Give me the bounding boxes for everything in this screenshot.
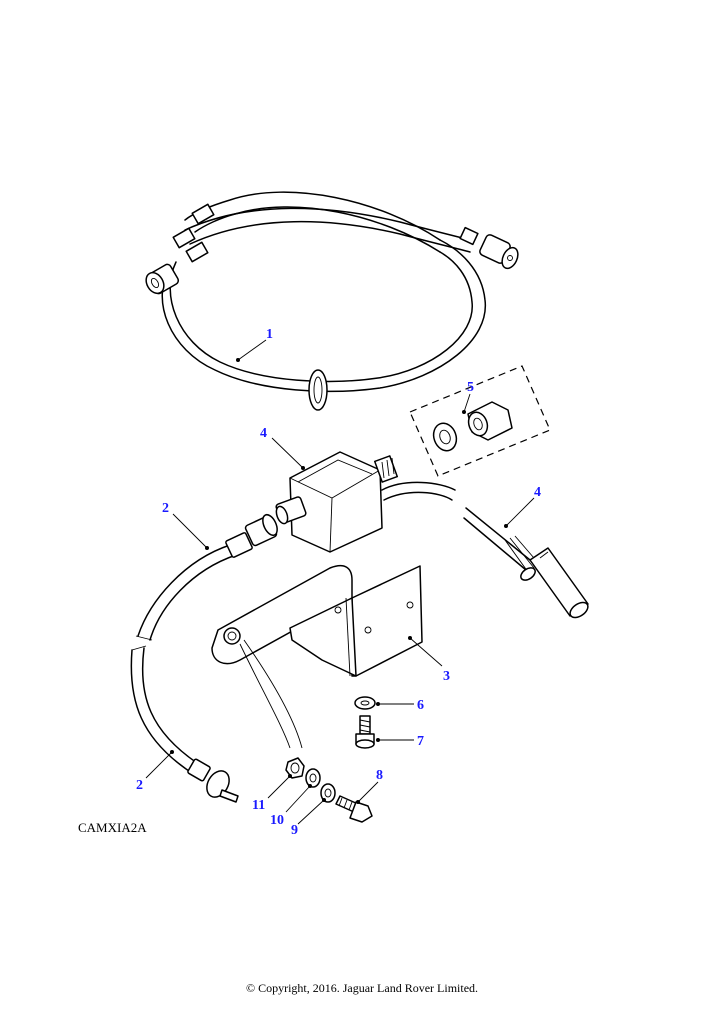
cable-right-end-fitting (459, 226, 519, 270)
connector-plug-icon (520, 547, 589, 619)
washer-part-9 (320, 783, 336, 803)
leader-lines (145, 339, 535, 825)
diagram-reference-code: CAMXIA2A (78, 820, 147, 835)
mounting-bracket-part (211, 564, 423, 677)
screw-part-7 (355, 715, 375, 749)
callout-8: 8 (376, 768, 383, 783)
nut-part-11 (285, 757, 305, 779)
cable-left-end-fitting (145, 263, 180, 295)
callout-9: 9 (291, 823, 298, 838)
lower-cable-fitting (187, 758, 239, 803)
nut-and-washer-kit (409, 365, 551, 477)
spring-washer-part-10 (305, 768, 321, 788)
callout-3: 3 (443, 669, 450, 684)
callout-labels: 1 5 4 4 2 3 6 7 8 2 11 10 9 (136, 327, 541, 838)
copyright-notice: © Copyright, 2016. Jaguar Land Rover Lim… (245, 981, 479, 995)
callout-7: 7 (417, 734, 424, 749)
speedometer-cable-part (145, 191, 519, 411)
callout-6: 6 (417, 698, 424, 713)
callout-5: 5 (467, 380, 474, 395)
callout-2-lower: 2 (136, 778, 143, 793)
spring-washer-part-6 (354, 696, 376, 710)
callout-2-upper: 2 (162, 501, 169, 516)
drive-cable-part (130, 513, 278, 803)
callout-11: 11 (252, 798, 265, 813)
upper-cable-connector (225, 513, 278, 558)
callout-4-lead: 4 (534, 485, 541, 500)
sensor-lead-connector (463, 507, 589, 619)
callout-1: 1 (266, 327, 273, 342)
speed-transducer-part (275, 451, 456, 553)
bolt-part-8 (335, 795, 373, 823)
washer-icon (432, 422, 458, 452)
hex-nut-icon (467, 401, 513, 441)
cable-grommet (308, 369, 328, 411)
callout-4-transducer: 4 (260, 426, 267, 441)
callout-10: 10 (270, 813, 284, 828)
